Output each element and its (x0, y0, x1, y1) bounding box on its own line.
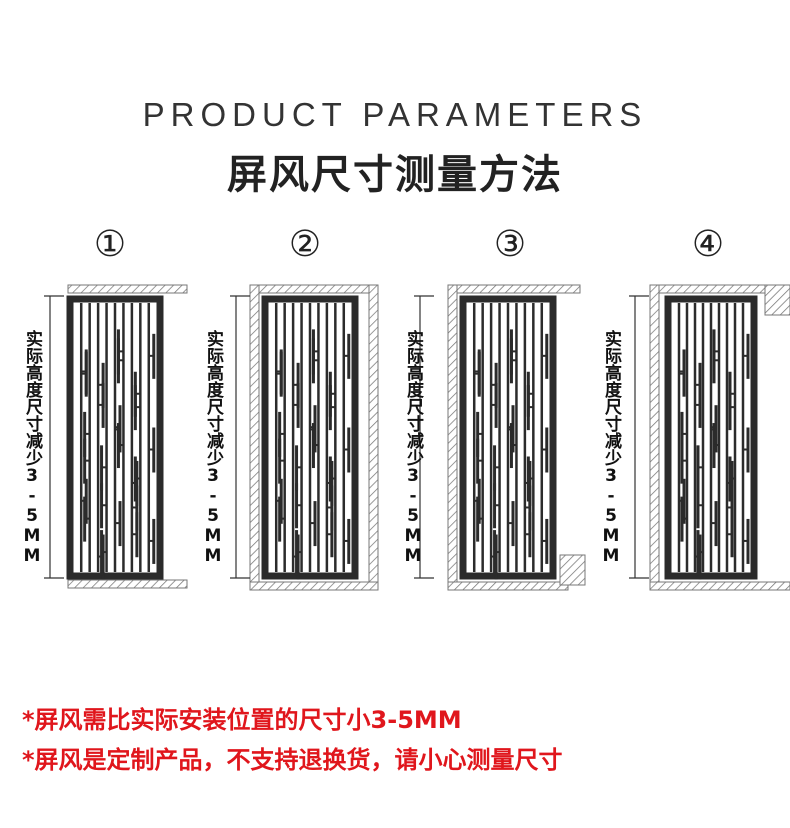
wall-hatch (764, 284, 790, 316)
note-custom: *屏风是定制产品，不支持退换货，请小心测量尺寸 (22, 746, 563, 774)
wall-hatch (447, 284, 581, 294)
wall-hatch (447, 284, 458, 591)
wall-hatch (559, 554, 586, 586)
wall-hatch (67, 579, 188, 589)
title-chinese: 屏风尺寸测量方法 (227, 152, 563, 198)
wall-hatch (249, 284, 379, 294)
wall-hatch (67, 284, 188, 294)
height-label-1: 实际高度尺寸减少3-5MM (22, 330, 42, 566)
diagram-number-2: ② (288, 224, 322, 265)
diagram-number-3: ③ (493, 224, 527, 265)
height-label-2: 实际高度尺寸减少3-5MM (203, 330, 223, 566)
note-size: *屏风需比实际安装位置的尺寸小3-5MM (22, 706, 462, 734)
diagram-number-1: ① (93, 224, 127, 265)
height-label-3: 实际高度尺寸减少3-5MM (403, 330, 423, 566)
diagram-number-4: ④ (691, 224, 725, 265)
wall-hatch (649, 284, 660, 591)
wall-hatch (249, 581, 379, 591)
wall-hatch (368, 284, 379, 591)
title-english: PRODUCT PARAMETERS (142, 96, 648, 133)
height-label-4: 实际高度尺寸减少3-5MM (601, 330, 621, 566)
wall-hatch (447, 581, 569, 591)
wall-hatch (249, 284, 260, 591)
wall-hatch (649, 284, 773, 294)
wall-hatch (649, 581, 790, 591)
